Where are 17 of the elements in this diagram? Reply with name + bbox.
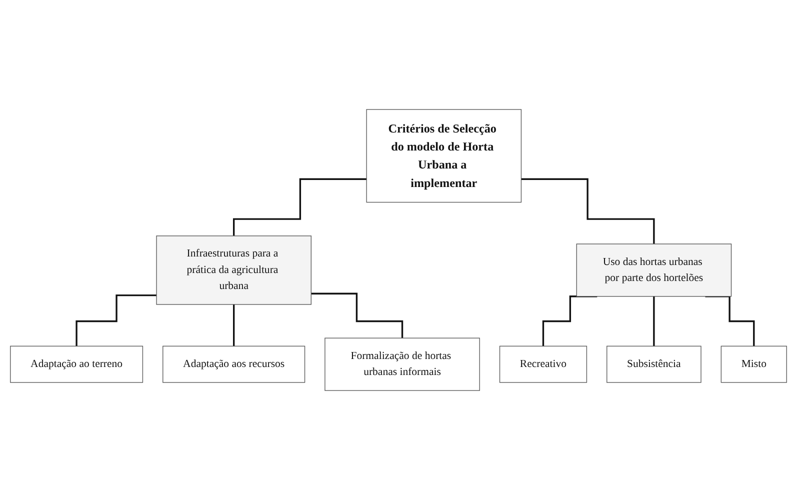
node-box: Recreativo: [499, 346, 588, 383]
node-box: Misto: [720, 346, 787, 383]
connector: [653, 296, 655, 347]
connector: [521, 178, 655, 245]
node-box: Adaptação ao terreno: [10, 346, 144, 383]
node-box: Uso das hortas urbanas por parte dos hortelões: [576, 244, 732, 297]
node-box: Adaptação aos recursos: [162, 346, 306, 383]
connector: [542, 296, 598, 347]
connector: [76, 294, 156, 347]
node-box: Formalização de hortas urbanas informais: [324, 338, 480, 391]
node-box: Subsistência: [606, 346, 702, 383]
connector: [233, 178, 367, 237]
node-box: Critérios de Selecção do modelo de Horta Urbana a implementar: [366, 109, 522, 203]
connector: [311, 292, 404, 339]
node-box: Infraestruturas para a prática da agricultura urbana: [156, 236, 312, 305]
connector: [233, 304, 235, 347]
connector: [705, 296, 755, 347]
